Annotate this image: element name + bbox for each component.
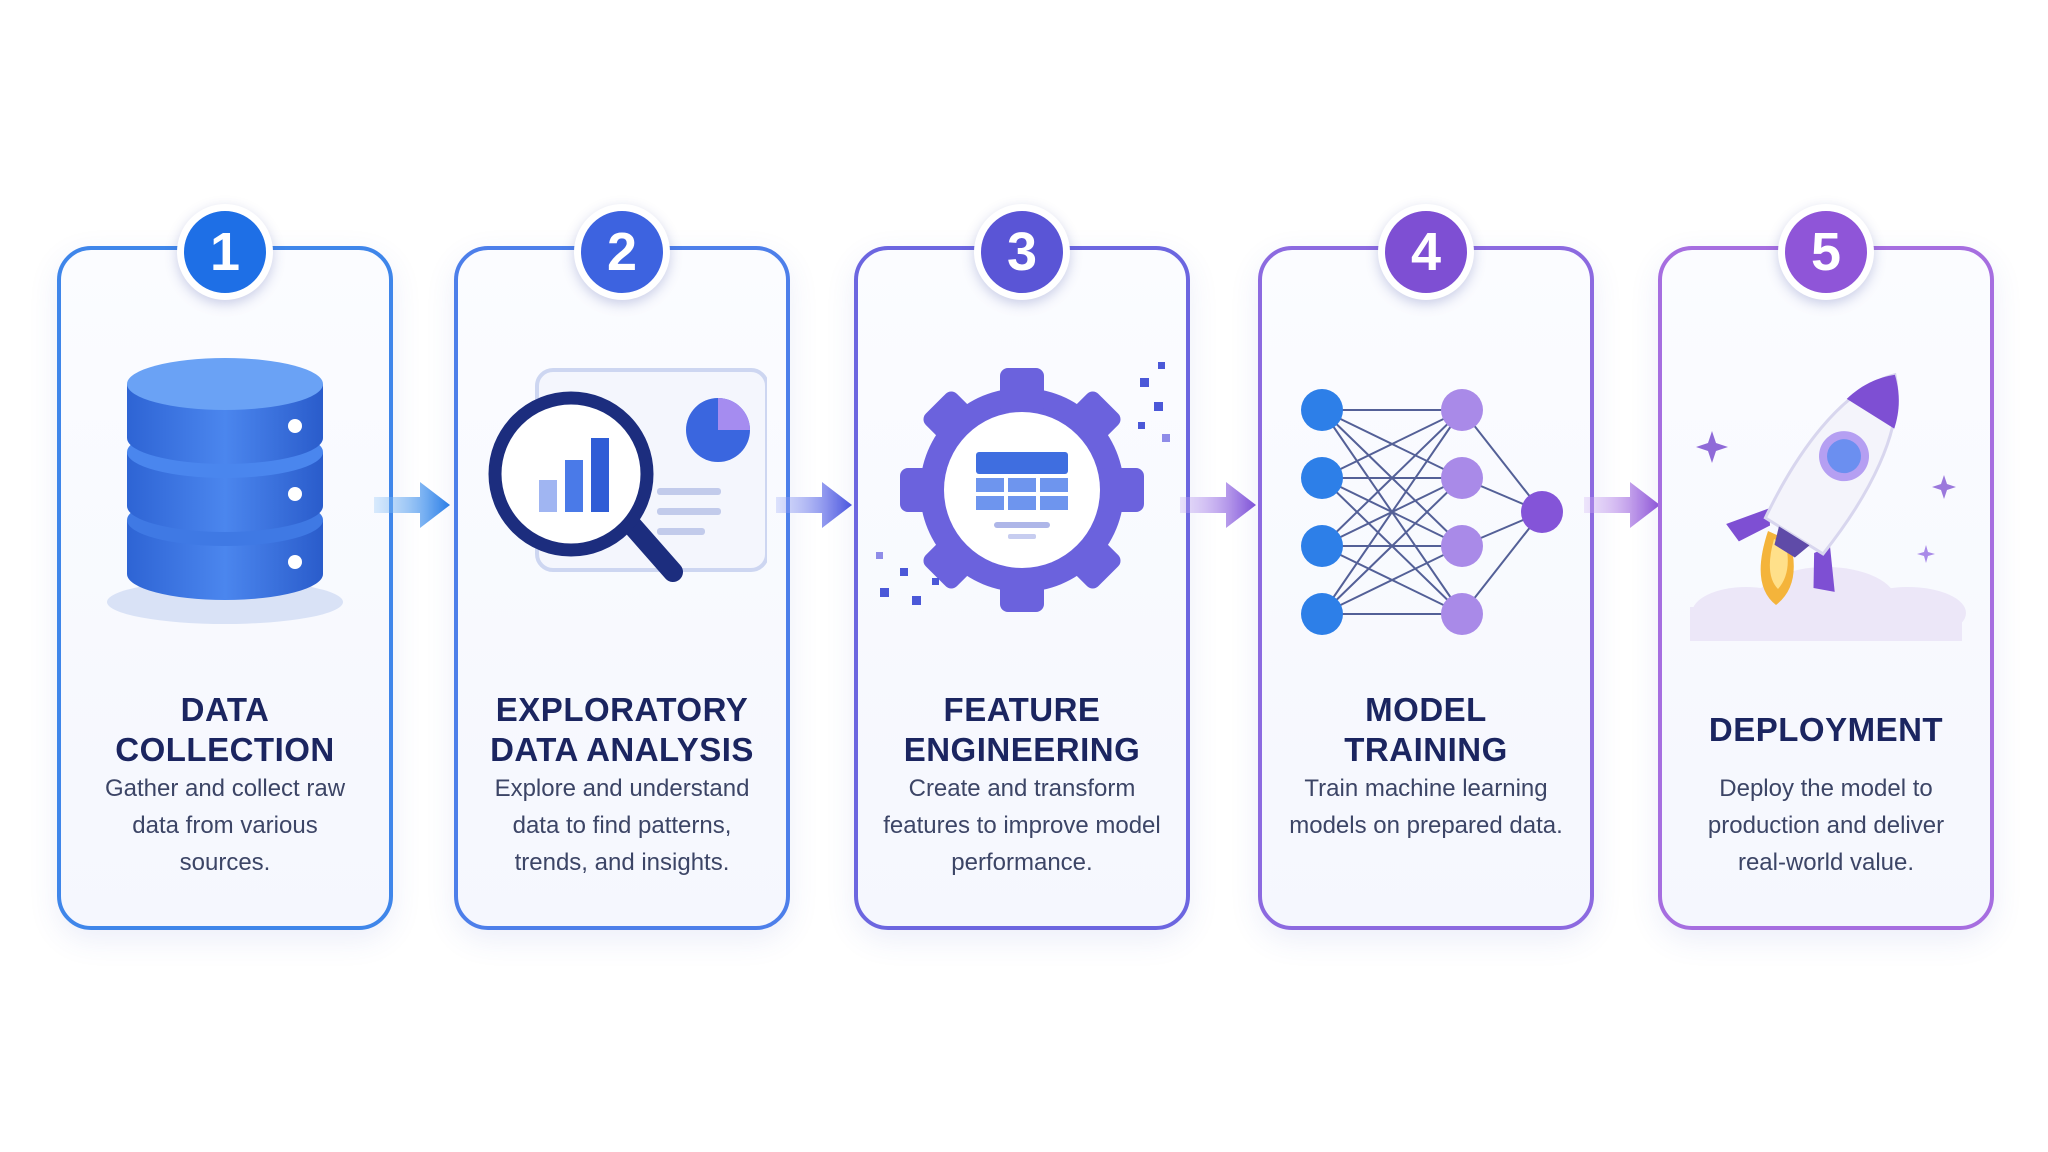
step-badge-2: 2 (574, 204, 670, 300)
magnifier-chart-icon (488, 368, 767, 582)
step-title-3: FEATURE ENGINEERING (903, 691, 1141, 768)
step-title-2: EXPLORATORY DATA ANALYSIS (490, 691, 754, 768)
step-card-2: 2 EXPLORATORY DATA ANALYSIS Explore and … (454, 204, 790, 930)
step-badge-4: 4 (1378, 204, 1474, 300)
step-card-1: 1 DATA COLLECTION Gather and coll (57, 204, 393, 930)
step-title-4: MODEL TRAINING (1344, 691, 1508, 768)
step-title-5: DEPLOYMENT (1708, 711, 1944, 748)
arrow-icon (374, 482, 450, 528)
step-card-5: 5 DEPLOYMENT (1658, 204, 1994, 930)
neural-network-icon (1301, 389, 1563, 635)
step-description-1: Gather and collect raw data from various… (104, 775, 346, 876)
step-title-1: DATA COLLECTION (115, 691, 335, 768)
step-description-5: Deploy the model to production and deliv… (1707, 775, 1945, 876)
step-badge-5: 5 (1778, 204, 1874, 300)
step-description-3: Create and transform features to improve… (883, 775, 1161, 876)
step-badge-3: 3 (974, 204, 1070, 300)
step-description-4: Train machine learning models on prepare… (1289, 775, 1563, 839)
step-badge-1: 1 (177, 204, 273, 300)
arrow-icon (1180, 482, 1256, 528)
arrow-icon (1584, 482, 1660, 528)
step-description-2: Explore and understand data to find patt… (494, 775, 750, 876)
arrow-icon (776, 482, 852, 528)
step-card-3: 3 (854, 204, 1190, 930)
rocket-icon (1690, 372, 1966, 641)
step-card-4: 4 MODEL TRAINING Train machine learning … (1258, 204, 1594, 930)
gear-table-icon (876, 362, 1170, 612)
database-icon (107, 358, 343, 624)
